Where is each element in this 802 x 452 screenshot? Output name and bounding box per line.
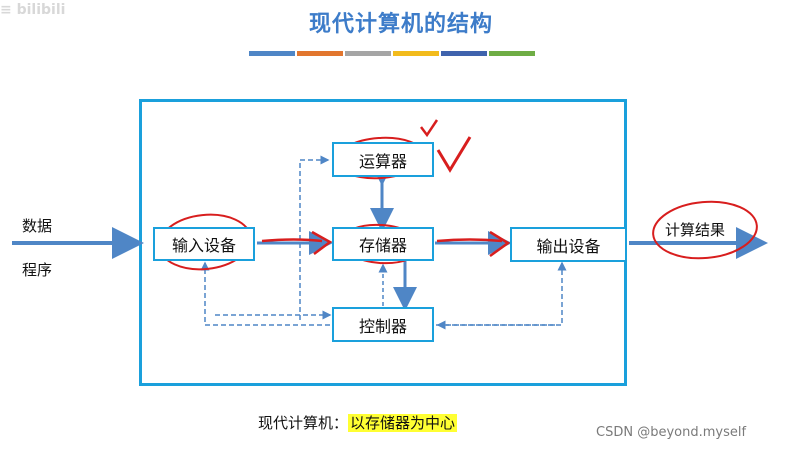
slide-title: 现代计算机的结构 [308,12,493,37]
color-stripe-5 [441,51,487,56]
color-stripe-6 [489,51,535,56]
controller-to-alu-dashed [299,155,330,320]
controller-label: 控制器 [358,316,407,336]
color-stripe-3 [345,51,391,56]
csdn-credit: CSDN @beyond.myself [596,425,747,440]
caption-highlight: 以存储器为中心 [348,414,458,432]
red-arrow-input-memory [261,238,323,243]
memory-label: 存储器 [358,236,407,255]
data-label: 数据 [22,217,53,235]
red-checkmark-small [420,119,439,138]
red-checkmark-large [436,136,472,173]
caption-prefix: 现代计算机： [258,414,349,432]
controller-to-output-dashed [436,261,567,326]
output-device-box: 输出设备 [510,227,627,262]
result-label: 计算结果 [665,221,726,239]
input-device-label: 输入设备 [171,236,236,255]
caption: 现代计算机：以存储器为中心 [258,412,458,433]
output-device-label: 输出设备 [536,236,601,256]
bilibili-watermark-logo: ≡ bilibili [0,2,66,18]
red-arrow-head-2 [489,230,511,258]
color-stripe-4 [393,51,439,56]
red-arrow-memory-output [436,238,503,243]
alu-label: 运算器 [358,151,407,171]
color-stripe-2 [297,51,343,56]
color-stripe-1 [249,51,295,56]
program-label: 程序 [22,261,53,279]
input-device-box: 输入设备 [153,227,255,261]
red-circle-result [652,200,758,260]
controller-box: 控制器 [332,307,434,342]
controller-to-input-dashed [200,261,330,326]
memory-box: 存储器 [332,227,434,261]
red-arrow-head-1 [311,230,333,255]
alu-box: 运算器 [332,142,434,177]
